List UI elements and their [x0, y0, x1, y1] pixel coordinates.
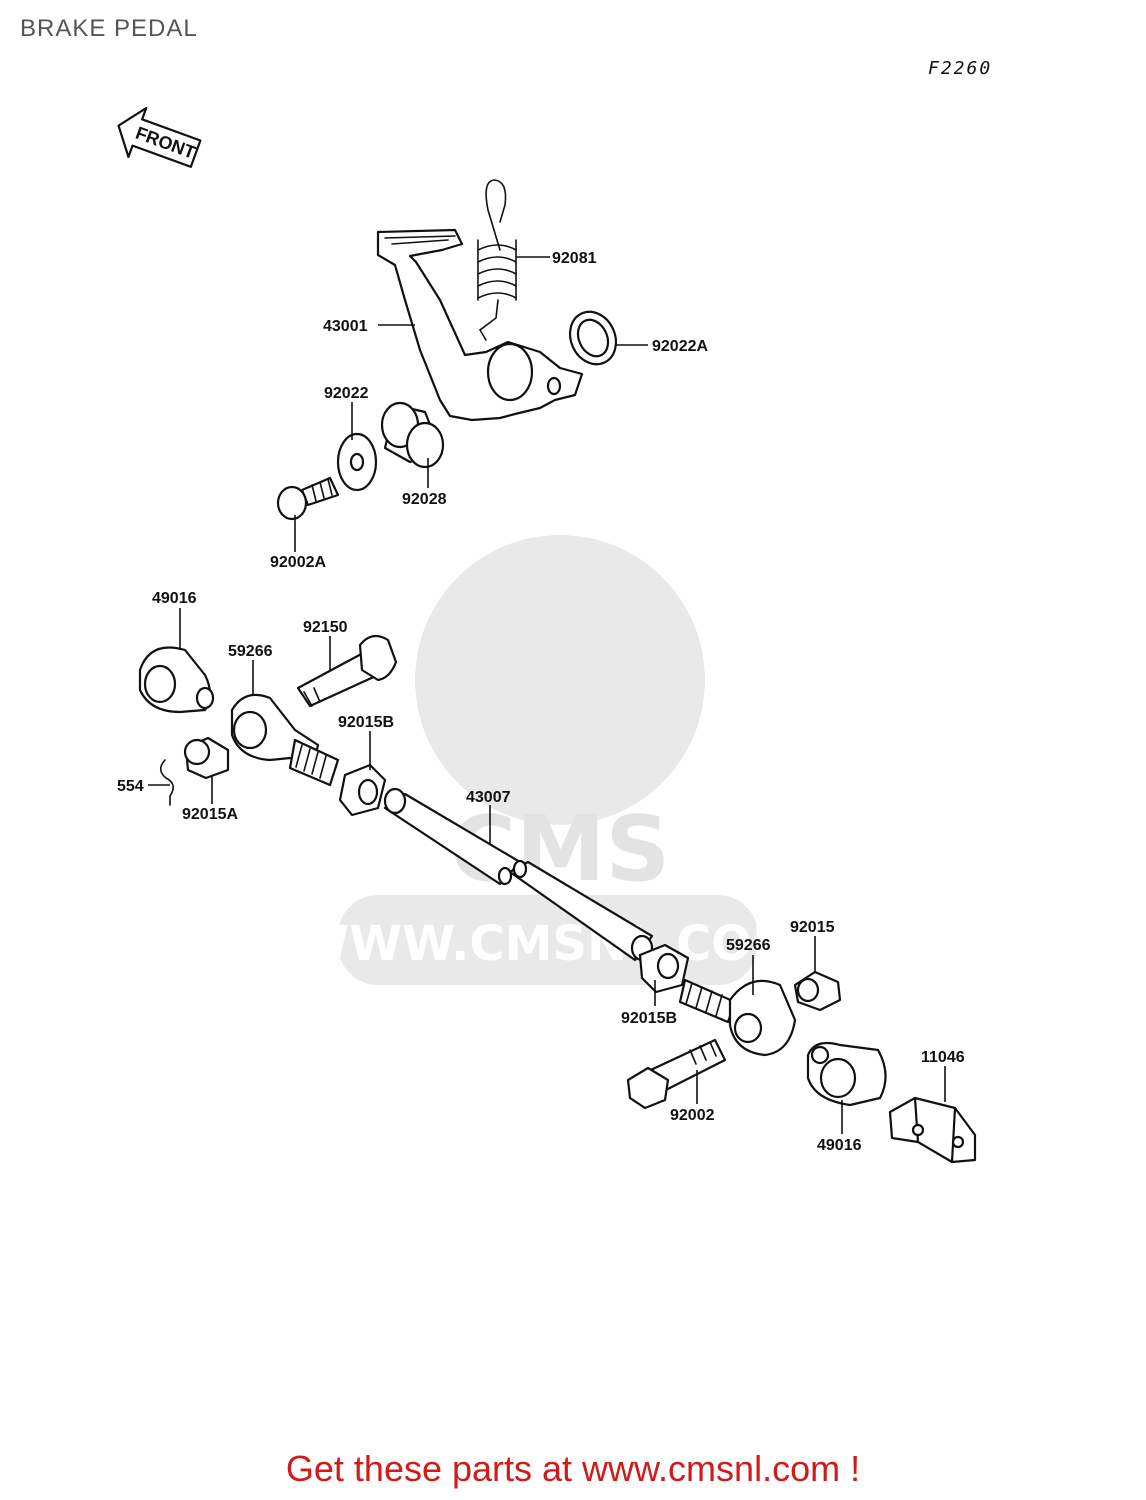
nut-92015A [183, 736, 230, 780]
rod-end-49016-top [138, 646, 215, 714]
bolt-92002 [626, 1038, 727, 1110]
clevis-11046 [888, 1096, 977, 1164]
page-title: BRAKE PEDAL [20, 15, 198, 42]
pedal-43001 [376, 228, 584, 422]
diagram-code: F2260 [928, 58, 993, 79]
front-arrow-icon: FRONT [117, 106, 202, 168]
footer-link[interactable]: Get these parts at www.cmsnl.com ! [285, 1448, 861, 1489]
part-labels: 92081 43001 92022A 92022 92028 92002A 49… [117, 250, 965, 1154]
label-92015B-bottom: 92015B [621, 1010, 677, 1027]
label-59266-right: 59266 [726, 937, 771, 954]
bolt-92002A [276, 476, 340, 521]
washer-92022 [336, 432, 378, 492]
label-49016-bottom: 49016 [817, 1137, 862, 1154]
nut-92015 [793, 970, 842, 1012]
label-92150: 92150 [303, 619, 348, 636]
label-49016-top: 49016 [152, 590, 197, 607]
nut-92015B-bottom [638, 943, 690, 994]
label-92081: 92081 [552, 250, 597, 267]
joint-59266-right [678, 978, 797, 1057]
label-92022: 92022 [324, 385, 369, 402]
rod-end-49016-bottom [806, 1041, 887, 1107]
joint-59266-left [230, 693, 340, 787]
clip-554 [159, 759, 174, 806]
label-92015: 92015 [790, 919, 835, 936]
parts-diagram: CMS WWW.CMSNL.COM FRONT [117, 106, 977, 1164]
label-92015A: 92015A [182, 806, 238, 823]
label-43001: 43001 [323, 318, 368, 335]
watermark: CMS WWW.CMSNL.COM [296, 535, 800, 985]
label-92015B-top: 92015B [338, 714, 394, 731]
label-92002: 92002 [670, 1107, 715, 1124]
washer-92022A [568, 310, 618, 366]
watermark-url: WWW.CMSNL.COM [296, 916, 800, 972]
label-554: 554 [117, 778, 144, 795]
label-59266-left: 59266 [228, 643, 273, 660]
label-11046: 11046 [921, 1049, 965, 1066]
label-92002A: 92002A [270, 554, 326, 571]
label-92028: 92028 [402, 491, 447, 508]
spring-92081 [477, 179, 517, 341]
nut-92015B-top [338, 763, 387, 817]
leader-lines [148, 256, 946, 1134]
bushing-92028 [380, 401, 445, 469]
label-43007: 43007 [466, 789, 511, 806]
watermark-mascot-icon [415, 535, 705, 825]
bolt-92150 [296, 634, 398, 708]
label-92022A: 92022A [652, 338, 708, 355]
